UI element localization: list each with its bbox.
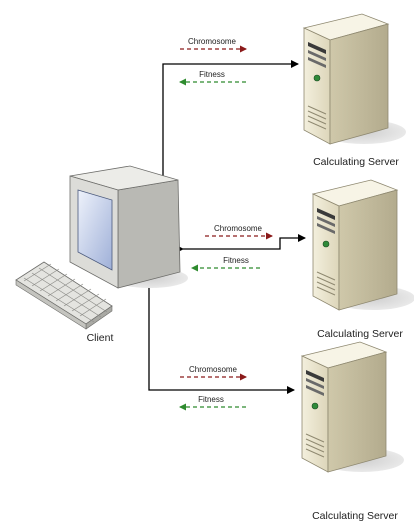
fitness-label-1: Fitness: [199, 70, 225, 79]
server-tower-icon: [312, 179, 414, 311]
server-1: [303, 13, 407, 145]
connection-lines: [145, 60, 306, 394]
server-tower-icon: [301, 341, 405, 473]
server-label-3: Calculating Server: [312, 510, 398, 522]
message-arrows: [179, 45, 273, 411]
server-label-2: Calculating Server: [317, 328, 403, 340]
server-label-1: Calculating Server: [313, 156, 399, 168]
fitness-label-3: Fitness: [198, 395, 224, 404]
server-3: [301, 341, 405, 473]
server-2: [312, 179, 414, 311]
server-tower-icon: [303, 13, 407, 145]
client-keyboard-icon: [15, 261, 113, 330]
chromosome-label-3: Chromosome: [189, 365, 238, 374]
chromosome-label-1: Chromosome: [188, 37, 237, 46]
fitness-label-2: Fitness: [223, 256, 249, 265]
chromosome-label-2: Chromosome: [214, 224, 263, 233]
client-monitor-icon: [69, 165, 188, 289]
client-label: Client: [87, 332, 114, 344]
